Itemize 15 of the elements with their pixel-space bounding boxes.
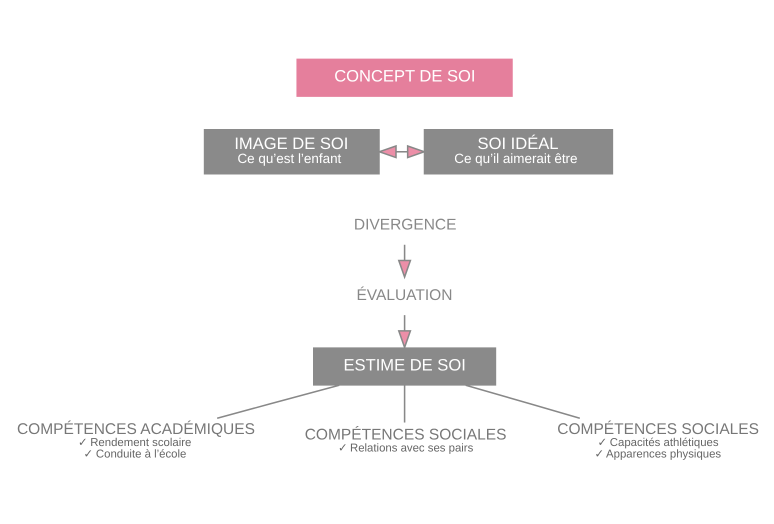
arrow — [377, 144, 427, 159]
node-text: ÉVALUATION — [356, 286, 452, 304]
connector — [466, 384, 580, 419]
node-box: ESTIME DE SOI — [313, 347, 496, 386]
connector — [216, 384, 340, 419]
node-text: COMPÉTENCES ACADÉMIQUES ✓ Rendement scolaire ✓ Conduite à l’école — [16, 420, 255, 460]
arrow — [398, 244, 412, 280]
node-text: DIVERGENCE — [354, 216, 456, 234]
arrow — [398, 315, 412, 350]
connector — [404, 385, 406, 423]
node-box: CONCEPT DE SOI — [296, 58, 513, 97]
node-text: COMPÉTENCES SOCIALES ✓ Relations avec ses pairs — [304, 426, 506, 455]
node-box: IMAGE DE SOI Ce qu’est l’enfant — [204, 129, 380, 175]
node-text: COMPÉTENCES SOCIALES ✓ Capacités athlétiques ✓ Apparences physiques — [557, 420, 760, 460]
node-box: SOI IDÉAL Ce qu’il aimerait être — [424, 129, 614, 175]
